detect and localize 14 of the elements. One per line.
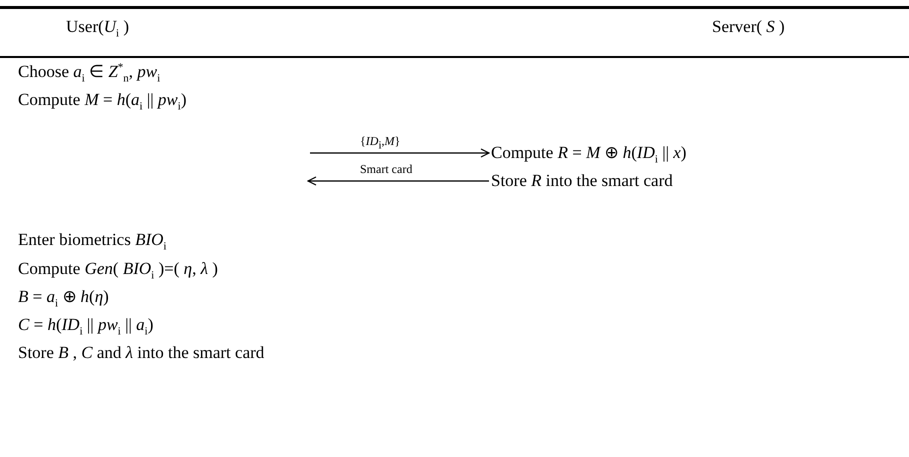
protocol-step: C = h(ID$_{i}$ || pw$_{i}$ || a$_{i}$): [18, 315, 154, 335]
message-arrow: [307, 176, 489, 186]
protocol-step: Compute R = M ⊕ h(ID$_{i}$ || x): [491, 143, 686, 163]
protocol-step: Compute Gen( BIO$_{i}$ )=( η, λ ): [18, 259, 218, 279]
column-header: Server( S ): [712, 17, 785, 37]
protocol-step: Store B , C and λ into the smart card: [18, 343, 264, 363]
protocol-step: Choose a$_{i}$ ∈ Z$^{*}$$_{n}$, pw$_{i}$: [18, 62, 160, 82]
protocol-step: Compute M = h(a$_{i}$ || pw$_{i}$): [18, 90, 186, 110]
column-header: User(U$_{i}$ ): [66, 17, 130, 37]
protocol-step: Enter biometrics BIO$_{i}$: [18, 230, 166, 250]
protocol-step: B = a$_{i}$ ⊕ h(η): [18, 287, 109, 307]
protocol-step: Store R into the smart card: [491, 171, 673, 191]
edge-label: Smart card: [360, 162, 412, 176]
message-arrow: [310, 148, 490, 158]
